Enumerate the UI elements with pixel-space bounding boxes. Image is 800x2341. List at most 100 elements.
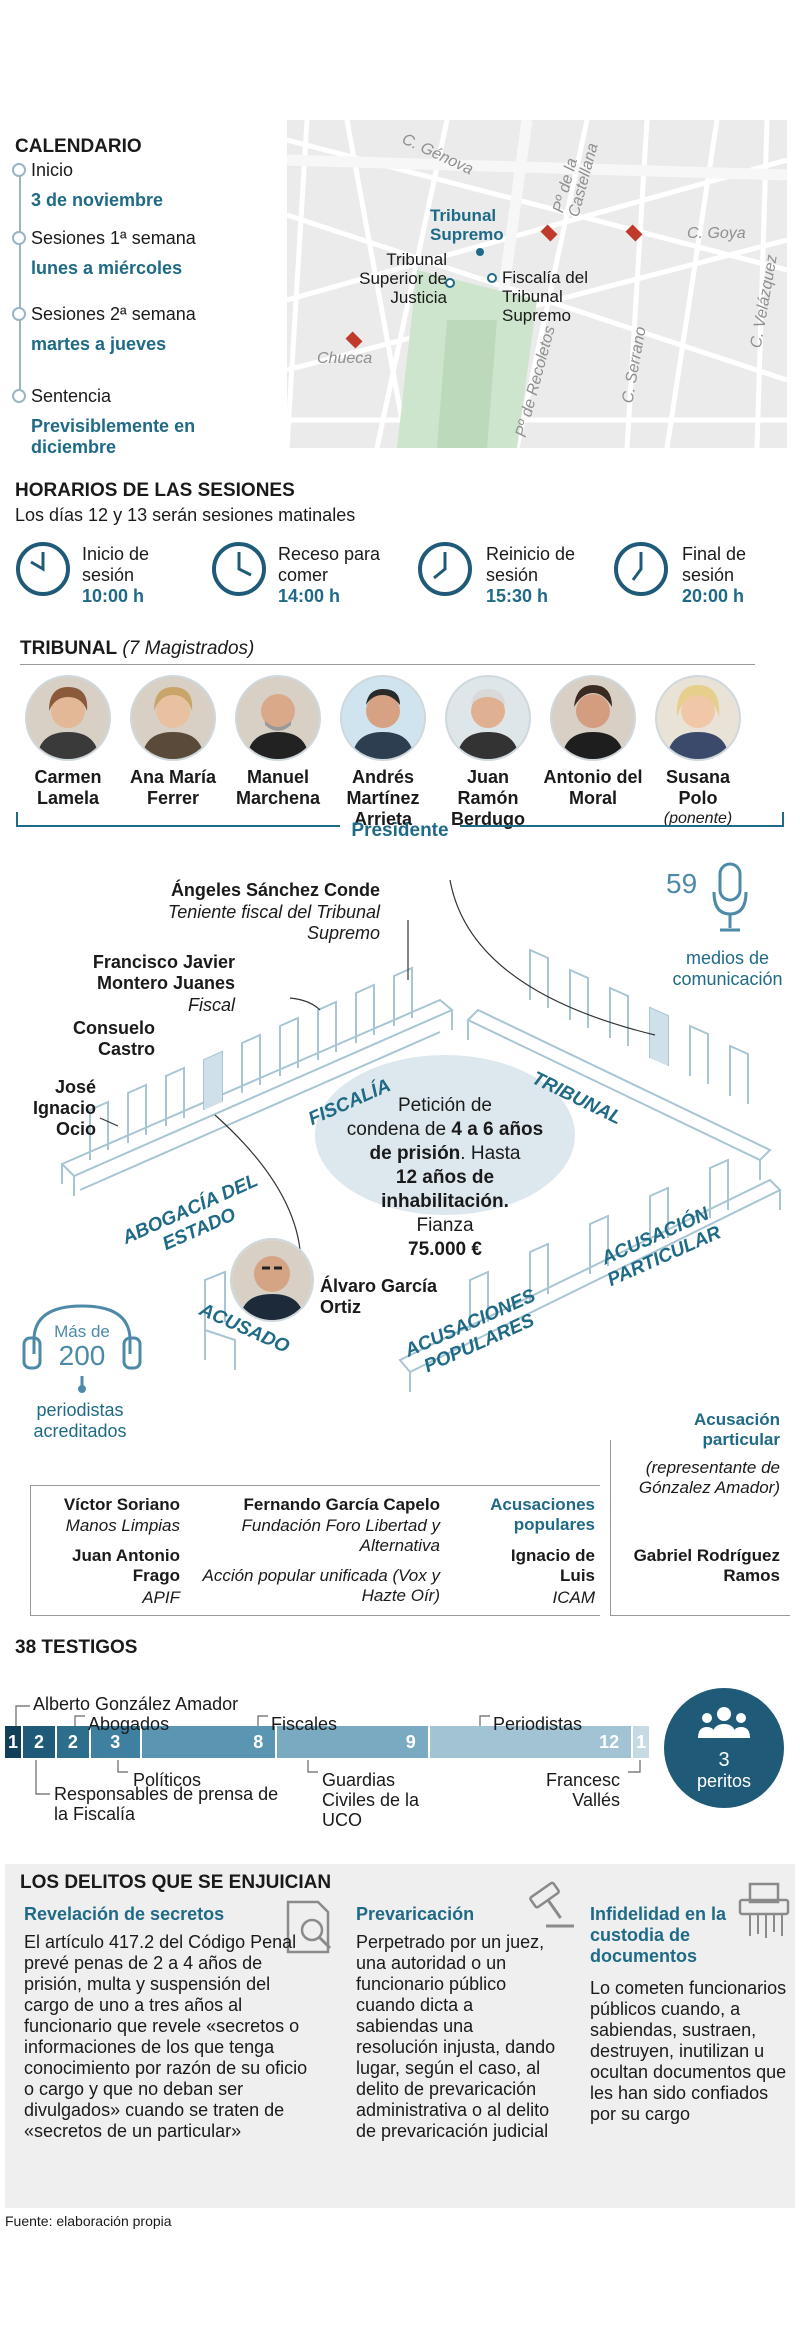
judge-photo [340,675,426,761]
private-accusation-title: Acusación particular [694,1410,780,1449]
calendar-title: CALENDARIO [15,136,142,157]
timeline-dot [12,163,26,177]
prosecutor-role: Teniente fiscal del Tribunal Supremo [167,902,380,943]
crime-title: Revelación de secretos [24,1904,225,1924]
judge-card: Juan Ramón Berdugo [436,675,540,830]
timeline-dot [12,231,26,245]
timeline-dot [12,389,26,403]
witness-label: Políticos [133,1770,202,1790]
judge-name: Carmen Lamela [34,767,102,808]
map-label-tsj: Tribunal Superior de Justicia [359,250,447,307]
schedule-time: 15:30 h [486,586,549,606]
judge-name: Andrés Martínez Arrieta [346,767,420,829]
experts-label: peritos [696,1771,752,1791]
judge-card: Ana María Ferrer [121,675,225,809]
divider [30,1615,600,1616]
microphone-icon [712,862,748,932]
petition-disqualification: 12 años de inhabilitación. [381,1167,509,1212]
clock-icon [16,542,70,596]
judge-name: Susana Polo [665,767,731,808]
journalists-label: periodistas acreditados [33,1400,127,1441]
witness-segment: 9 [277,1726,430,1758]
petition-line: Fianza [416,1215,474,1236]
witness-label: Alberto González Amador [33,1694,239,1714]
gavel-icon [529,1881,574,1928]
prosecutor-name: Ángeles Sánchez Conde [170,880,380,900]
headset-icon [22,1304,142,1393]
schedule-time: 10:00 h [82,586,145,606]
accuser-name: Juan Antonio Frago [72,1546,180,1585]
calendar-value: martes a jueves [31,334,167,354]
president-label: Presidente [351,820,449,841]
witness-leaders [15,1705,641,1795]
magnifier-document-icon [286,1900,332,1954]
witness-segment: 2 [56,1726,91,1758]
journalists-prefix: Más de [54,1322,110,1341]
judge-photo [445,675,531,761]
judge-name: Juan Ramón Berdugo [451,767,525,829]
map-label-supremo: Tribunal Supremo [430,206,504,244]
divider [20,664,755,665]
judge-photo [550,675,636,761]
petition-line: de prisión. Hasta [330,1142,560,1166]
map-streets [287,120,787,448]
media-count: 59 [666,868,698,899]
schedule-title: HORARIOS DE LAS SESIONES [15,480,295,501]
judge-role: (ponente) [663,810,733,827]
schedule-label: Final de sesión [682,544,747,585]
divider [30,1485,600,1486]
street-label: C. Goya [687,225,746,242]
judge-card: Susana Polo (ponente) [646,675,750,828]
witness-segment: 3 [90,1726,142,1758]
accuser-name: Gabriel Rodríguez Ramos [633,1546,780,1585]
source-note: Fuente: elaboración propia [5,2213,172,2229]
timeline-dot [12,307,26,321]
accuser-org: Acción popular unificada (Vox y Hazte Oí… [202,1566,440,1605]
calendar-timeline [19,170,21,400]
divider [30,1485,31,1615]
prosecutor-role: Fiscal [187,995,235,1015]
calendar-value: Previsiblemente en diciembre [31,416,196,457]
accuser-name: Ignacio de Luis [510,1546,595,1585]
petition-line: condena de 4 a 6 años [330,1118,560,1142]
witness-label: Responsables de prensa de la Fiscalía [54,1784,279,1824]
crime-description: Perpetrado por un juez, una autoridad o … [356,1932,556,2141]
calendar-label: Sesiones 2ª semana [31,304,196,324]
judge-photo [25,675,111,761]
calendar-label: Sesiones 1ª semana [31,228,196,248]
petition-line: Petición de [397,1095,492,1116]
petition-text: condena de [346,1119,452,1140]
judge-name: Antonio del Moral [543,767,643,808]
witness-label: Guardias Civiles de la UCO [322,1770,420,1830]
location-map: C. Génova Pº de la Castellana C. Goya C.… [287,120,787,448]
calendar-value: lunes a miércoles [31,258,183,278]
tribunal-title-text: TRIBUNAL [20,638,118,659]
media-label: medios de comunicación [672,948,783,989]
accuser-org: Manos Limpias [65,1516,180,1535]
president-bracket [16,812,784,827]
map-label-fiscalia: Fiscalía del Tribunal Supremo [502,268,588,325]
tribunal-title: TRIBUNAL (7 Magistrados) [20,638,254,660]
divider [610,1615,790,1616]
judge-name: Ana María Ferrer [129,767,217,808]
sentence-request: Petición de condena de 4 a 6 años de pri… [330,1094,560,1262]
calendar-value: 3 de noviembre [31,190,164,210]
petition-years: 4 a 6 años [451,1119,544,1140]
judge-card: Carmen Lamela [16,675,120,809]
courtroom-diagram [60,879,782,1392]
schedule-label: Receso para comer [278,544,381,585]
petition-text: . Hasta [460,1143,521,1164]
people-icon [698,1707,750,1738]
experts-badge: 3 peritos [664,1688,784,1808]
witness-label: Abogados [88,1714,170,1734]
tribunal-note: (7 Magistrados) [122,638,255,659]
judge-photo [235,675,321,761]
accuser-name: Víctor Soriano [63,1495,180,1514]
journalists-count: 200 [58,1340,106,1371]
divider [610,1440,611,1615]
street-label: Chueca [317,350,373,367]
schedule-time: 20:00 h [682,586,745,606]
